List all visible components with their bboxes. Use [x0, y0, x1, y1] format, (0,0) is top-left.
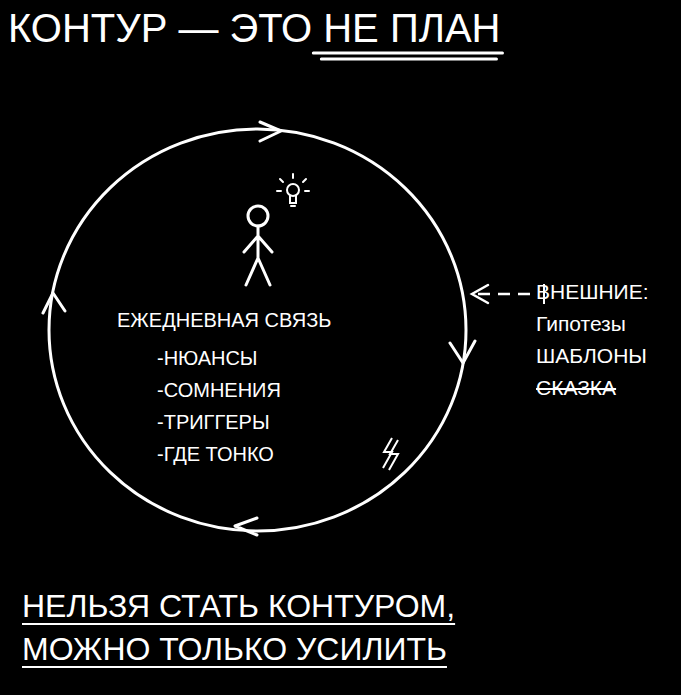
- group-heading: ВНЕШНИЕ:: [536, 280, 649, 304]
- circle-stroke: [49, 129, 466, 531]
- list-item: -СОМНЕНИЯ: [157, 379, 281, 402]
- dashed-line: [472, 293, 530, 296]
- list-item: Гипотезы: [536, 312, 626, 336]
- title-underline: [313, 53, 502, 59]
- caption: НЕЛЬЗЯ СТАТЬ КОНТУРОМ, МОЖНО ТОЛЬКО УСИЛ…: [22, 585, 542, 671]
- cycle-circle: ЕЖЕДНЕВНАЯ СВЯЗЬ -НЮАНСЫ -СОМНЕНИЯ -ТРИГГЕР…: [45, 125, 470, 535]
- stick-figure-head: [248, 206, 268, 226]
- title: КОНТУР — ЭТО НЕ ПЛАН: [8, 6, 500, 51]
- cycle-arrowheads: [43, 122, 475, 535]
- arrowhead: [472, 285, 488, 303]
- lightbulb-icon: [277, 174, 309, 206]
- lightning-symbol: [383, 438, 398, 470]
- node-heading: ЕЖЕДНЕВНАЯ СВЯЗЬ: [117, 309, 331, 332]
- list-item: -НЮАНСЫ: [157, 347, 258, 370]
- list-item: -ТРИГГЕРЫ: [157, 411, 270, 434]
- dashed-arrow: [472, 284, 544, 304]
- list-item: ШАБЛОНЫ: [536, 344, 647, 368]
- external-list: ВНЕШНИЕ: ГипотезыШАБЛОНЫ СКАЗКА: [536, 280, 653, 408]
- list-item: -ГДЕ ТОНКО: [157, 443, 274, 466]
- list-item: СКАЗКА: [536, 376, 616, 400]
- stick-figure: [244, 226, 272, 285]
